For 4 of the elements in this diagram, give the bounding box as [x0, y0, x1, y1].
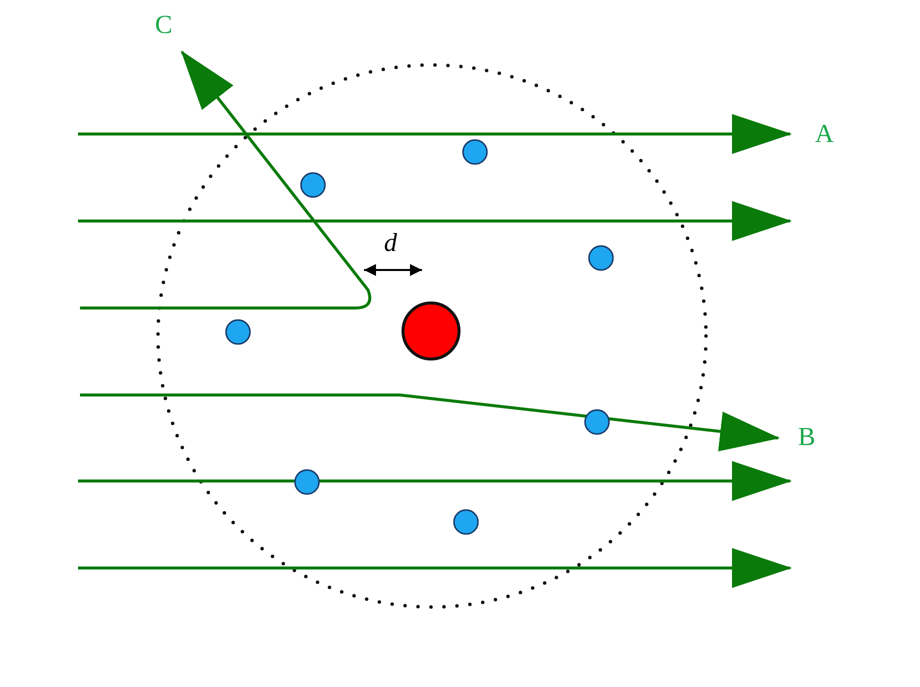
path-label: C — [155, 12, 172, 38]
path-label: B — [798, 424, 816, 450]
distance-label: d — [384, 230, 397, 256]
path-label: A — [815, 121, 834, 147]
